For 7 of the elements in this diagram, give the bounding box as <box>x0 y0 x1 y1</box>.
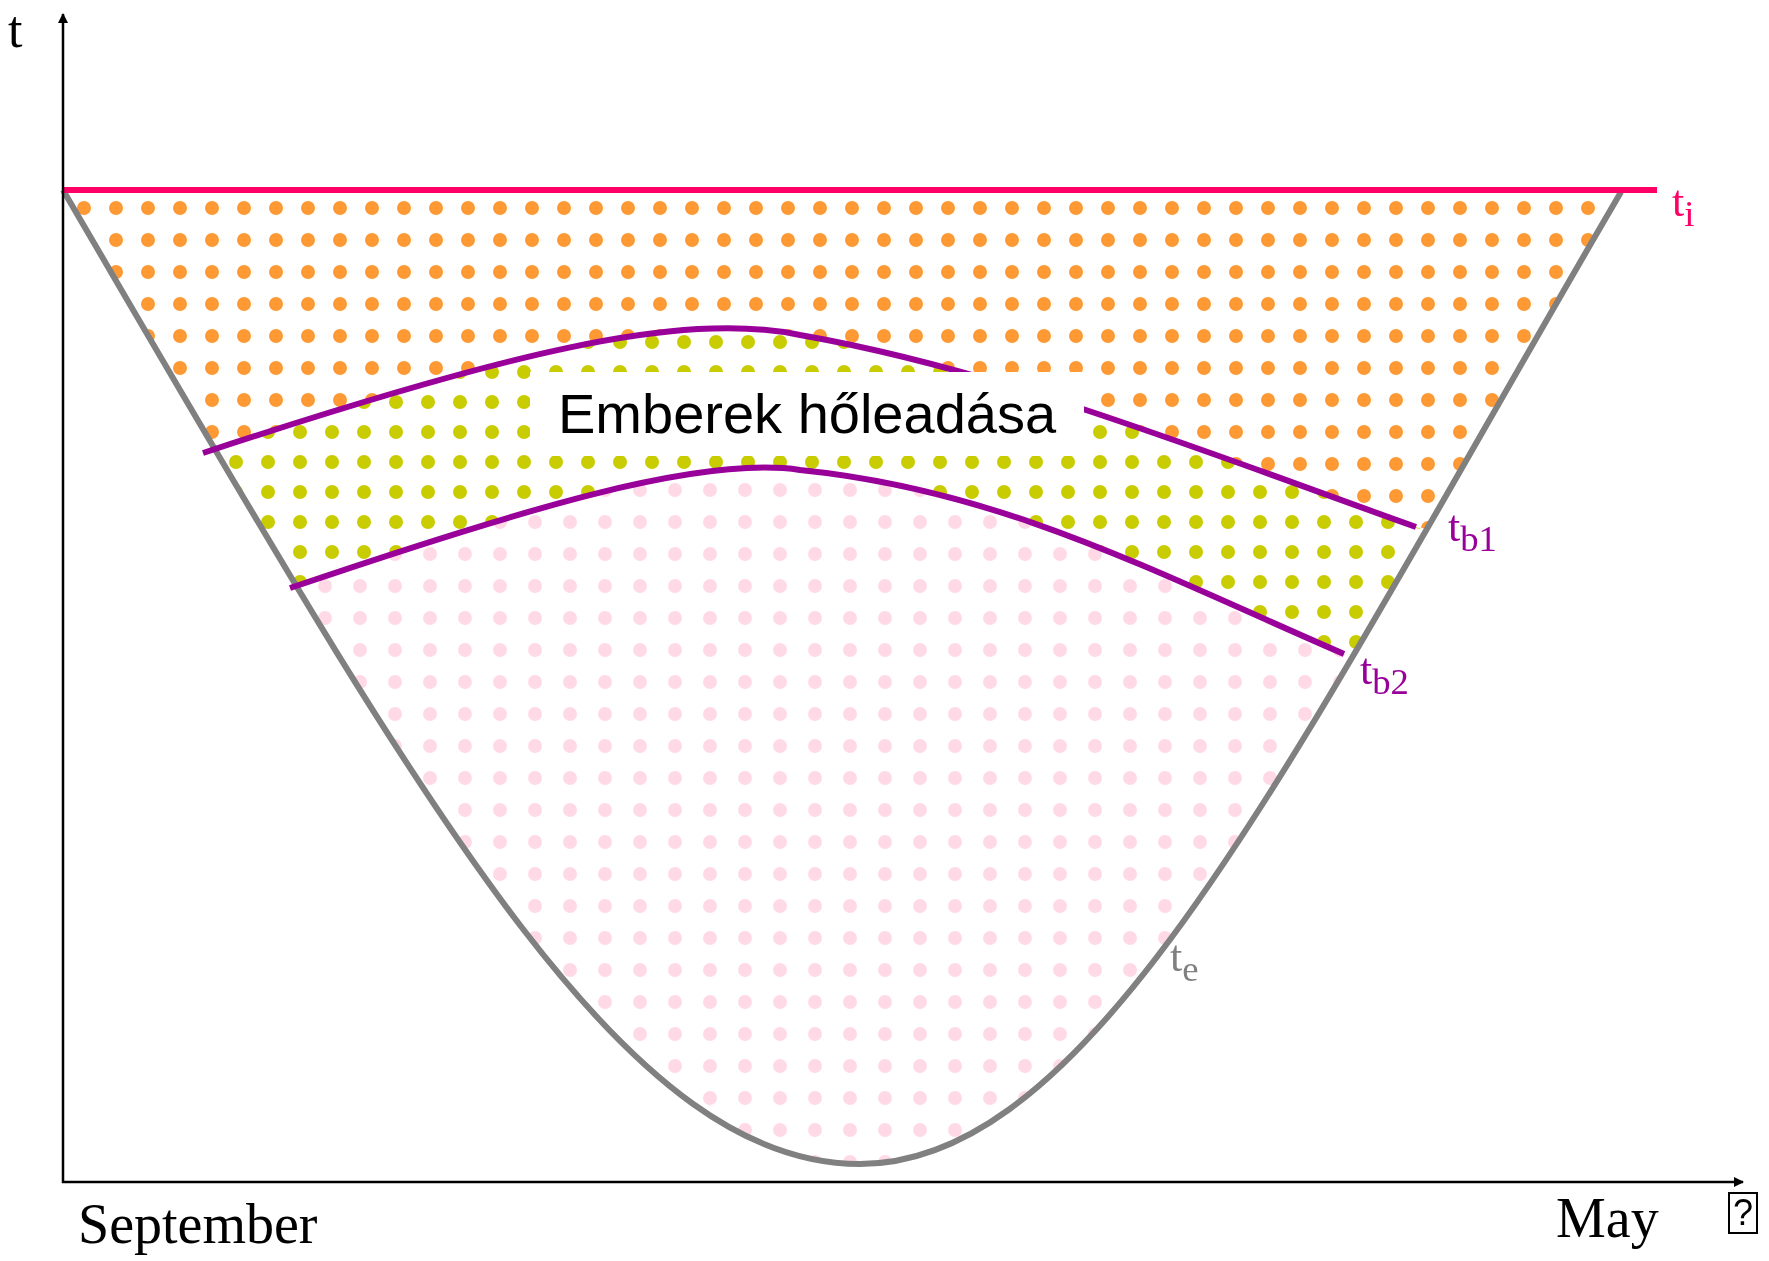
curve-label: t$_{i}$ <box>1672 180 1695 233</box>
missing-glyph: ? <box>1728 1192 1759 1234</box>
axis-label: t <box>8 4 23 56</box>
area-label: Emberek hőleadása <box>530 372 1085 456</box>
curve-label: t$_{b2}$ <box>1360 648 1409 701</box>
curve-label: t$_{b1}$ <box>1448 505 1497 558</box>
curve-label: t$_{e}$ <box>1170 935 1199 988</box>
